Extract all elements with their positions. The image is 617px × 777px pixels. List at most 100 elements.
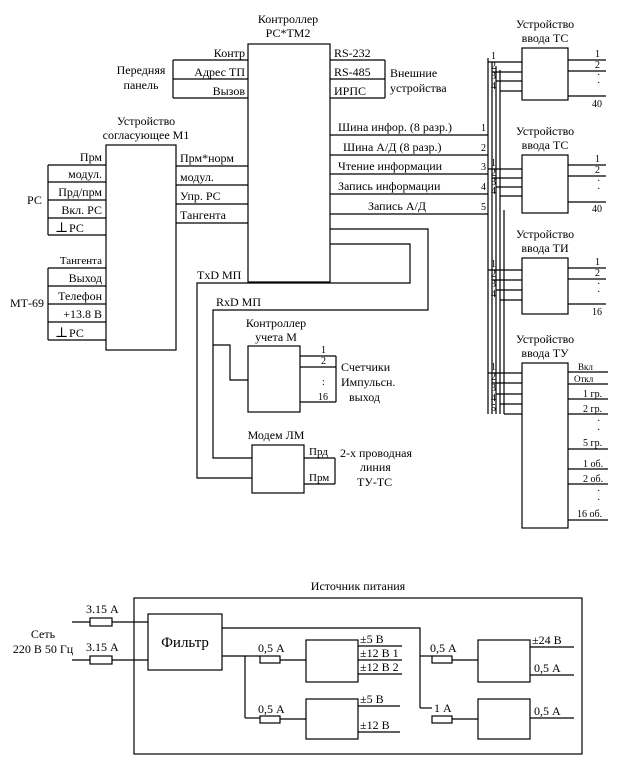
tu-out-pin: · [597,416,600,427]
modem-label-2: линия [360,460,391,474]
modem-label-1: 2-х проводная [340,446,413,460]
ts2-subtitle: ввода ТС [522,138,569,152]
matching-title: Устройство [117,114,175,128]
external-label-2: устройства [390,81,447,95]
tu-out-pin: 1 об. [583,459,603,470]
ts1-out-pin: · [597,78,600,89]
ti-out-pin: · [597,279,600,290]
matching-left-pin: Прд/прм [58,185,102,199]
group-mt-label: МТ-69 [10,296,44,310]
ti-in-pin: 4 [491,289,496,300]
bus-line-number: 2 [481,143,486,154]
ts1-out-pin: 1 [595,49,600,60]
front-panel-label-2: панель [124,78,159,92]
ts2-title: Устройство [516,124,574,138]
controller-title: Контроллер [258,12,318,26]
meter-subtitle: учета М [255,330,297,344]
tu-in-pin: 2 [491,372,496,383]
ground-icon: ⊥ [55,221,68,236]
bus-line-label: Запись информации [338,179,441,193]
ti-out-pin: 1 [595,257,600,268]
block1-fuse-label: 0,5 А [258,641,285,655]
modem: Модем ЛМ Прд Прм 2-х проводная линия ТУ-… [248,428,413,494]
ti-out-pin: · [597,287,600,298]
modem-box [251,444,305,494]
fuse-icon [89,655,113,665]
filter-box [147,613,223,671]
tu-out-pin: 2 гр. [583,404,602,415]
block3-out: 0,5 А [534,661,561,675]
tu-out-pin: · [597,486,600,497]
ts1-out-pin: · [597,70,600,81]
modem-title: Модем ЛМ [248,428,305,442]
fuse-icon [431,715,453,724]
mains-fuse-label: 3.15 А [86,602,119,616]
ts1-subtitle: ввода ТС [522,31,569,45]
ti-out-pin: 16 [592,307,602,318]
ti-in-pin: 3 [491,279,496,290]
group-rs-label: РС [27,193,42,207]
tu-out-pin: Вкл [578,362,593,372]
external-devices: RS-232 RS-485 ИРПС Внешние устройства [330,46,447,99]
ts-input-device-2: Устройство ввода ТС 1 2 3 4 1 2 · · 40 [488,124,606,215]
tu-title: Устройство [516,332,574,346]
ts1-in-pin: 2 [491,61,496,72]
tu-in-pin: 4 [491,393,496,404]
modem-label-3: ТУ-ТС [357,475,392,489]
ts2-out-pin: 1 [595,154,600,165]
converter-box-4 [477,698,531,740]
ti-out-pin: 2 [595,268,600,279]
block4-out: 0,5 А [534,704,561,718]
tu-out-pin: 2 об. [583,474,603,485]
ts2-out-pin: · [597,184,600,195]
mains-label-1: Сеть [31,627,56,641]
ts1-out-pin: 40 [592,99,602,110]
matching-subtitle: согласующее М1 [103,128,190,142]
external-line: RS-232 [334,46,371,60]
power-supply: Источник питания Сеть 220 В 50 Гц 3.15 А… [13,579,583,755]
meter-label-2: Импульсн. [341,375,395,389]
serial-wiring: TxD МП RxD МП [196,228,429,479]
bus-line-label: Запись А/Д [368,199,426,213]
block2-out: ±12 В [360,718,390,732]
modem-pin: Прм [309,472,329,484]
bus-line-number: 4 [481,182,486,193]
bus: Шина инфор. (8 разр.) Шина А/Д (8 разр.)… [330,58,505,414]
external-line: RS-485 [334,65,371,79]
block1-out: ±5 В [360,632,384,646]
matching-left-pin: Вкл. РС [61,203,102,217]
mains-label-2: 220 В 50 Гц [13,642,74,656]
matching-device: Устройство согласующее М1 Прм*норм модул… [10,114,248,351]
ti-title: Устройство [516,227,574,241]
converter-box-2 [305,698,359,740]
meter-pin: 16 [318,392,328,403]
tu-in-pin: 5 [491,403,496,414]
controller-subtitle: РС*ТМ2 [266,26,311,40]
bus-line-number: 3 [481,162,486,173]
ts1-in-pin: 3 [491,71,496,82]
ts1-box [521,47,569,101]
meter-box [247,345,301,413]
ground-icon: ⊥ [55,326,68,341]
matching-left-pin: Прм [80,150,102,164]
matching-left-pin: РС [69,326,84,340]
tu-in-pin: 1 [491,362,496,373]
modem-pin: Прд [309,446,328,458]
tu-out-pin: · [597,495,600,506]
meter-controller: Контроллер учета М 1 2 : 16 Счетчики Имп… [246,316,395,413]
front-panel-line: Контр [214,46,245,60]
tu-out-pin: · [597,425,600,436]
tu-out-pin: 5 гр. [583,438,602,449]
front-panel-label-1: Передняя [117,63,166,77]
ts2-out-pin: · [597,176,600,187]
fuse-icon [259,715,281,724]
matching-right-pin: Прм*норм [180,151,234,165]
ts1-in-pin: 4 [491,81,496,92]
ts2-out-pin: 40 [592,204,602,215]
ts1-title: Устройство [516,17,574,31]
tu-input-device: Устройство ввода ТУ 1 2 3 4 5 Вкл Откл 1… [488,332,608,529]
ts2-in-pin: 1 [491,158,496,169]
ts2-box [521,154,569,214]
matching-left-pin: модул. [68,167,102,181]
